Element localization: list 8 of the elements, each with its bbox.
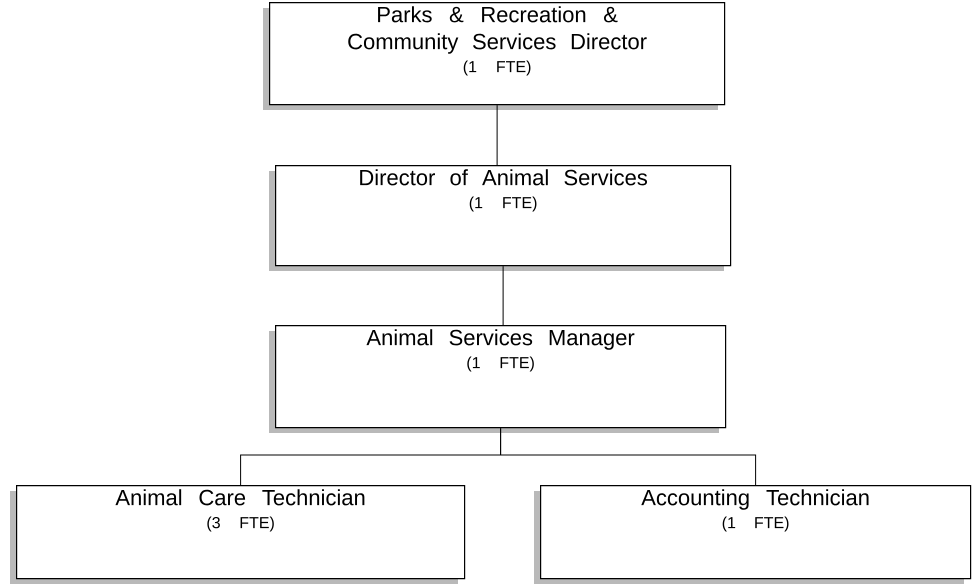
org-box: Director of Animal Services (1 FTE) — [269, 165, 732, 271]
org-box: Parks & Recreation & Community Services Director (1 FTE) — [263, 2, 726, 110]
connector-line — [502, 266, 504, 326]
org-box: Animal Care Technician (3 FTE) — [10, 485, 466, 584]
org-box: Accounting Technician (1 FTE) — [534, 485, 972, 584]
connector-line — [496, 104, 498, 166]
connector-line — [500, 428, 756, 486]
org-box: Animal Services Manager (1 FTE) — [269, 325, 726, 433]
